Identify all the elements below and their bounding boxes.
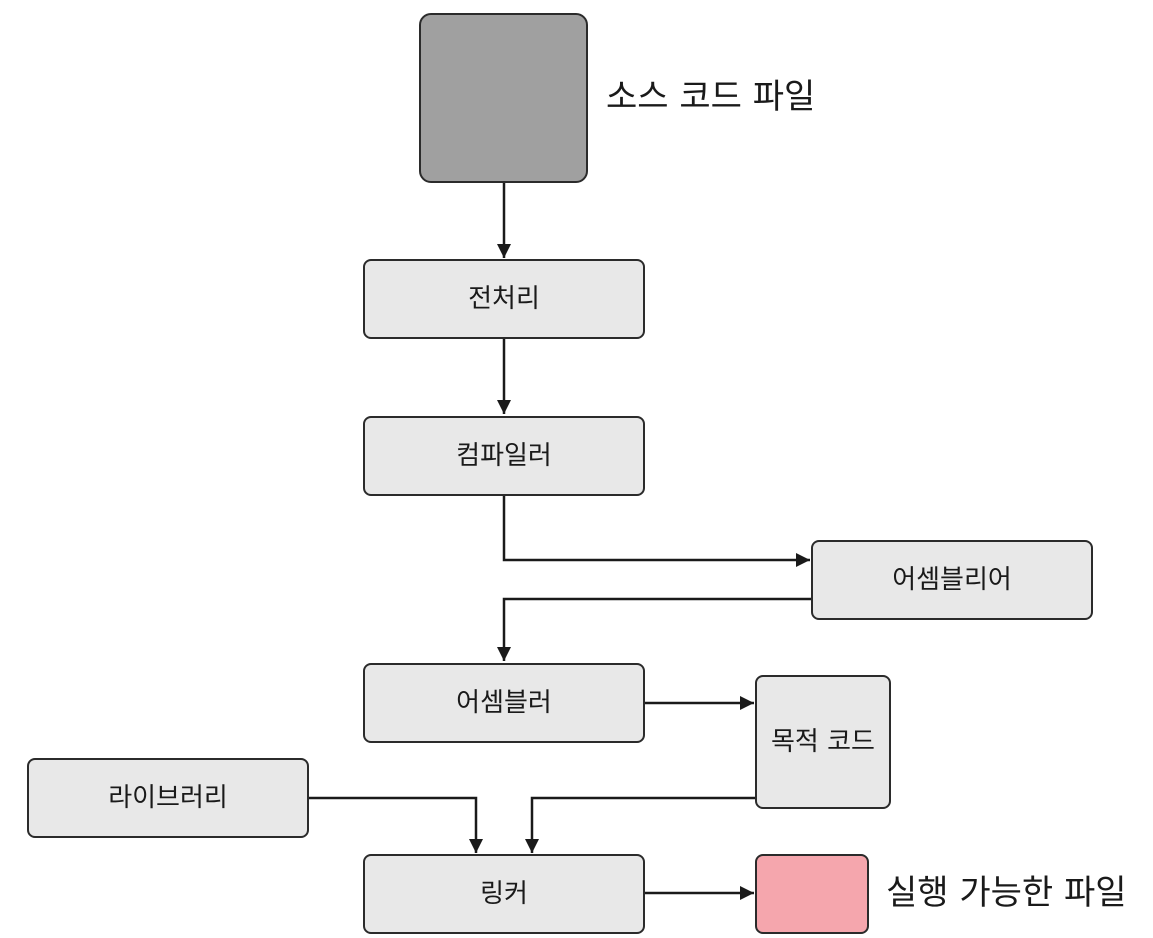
object-code-node: 목적 코드 <box>755 675 891 809</box>
compiler-node: 컴파일러 <box>363 416 645 496</box>
edge-compiler-to-assembly-language <box>502 495 810 567</box>
assembler-node: 어셈블러 <box>363 663 645 743</box>
executable-file-node <box>755 854 869 934</box>
edge-assembly-language-to-assembler <box>497 597 812 661</box>
assembly-language-node: 어셈블리어 <box>811 540 1093 620</box>
linker-node: 링커 <box>363 854 645 934</box>
preprocessor-node: 전처리 <box>363 259 645 339</box>
executable-file-caption: 실행 가능한 파일 <box>886 873 1127 913</box>
library-node: 라이브러리 <box>27 758 309 838</box>
edge-library-to-linker <box>308 796 483 853</box>
edge-object-code-to-linker <box>525 796 756 853</box>
source-code-file-caption: 소스 코드 파일 <box>606 77 816 117</box>
source-code-file-node <box>419 13 588 183</box>
